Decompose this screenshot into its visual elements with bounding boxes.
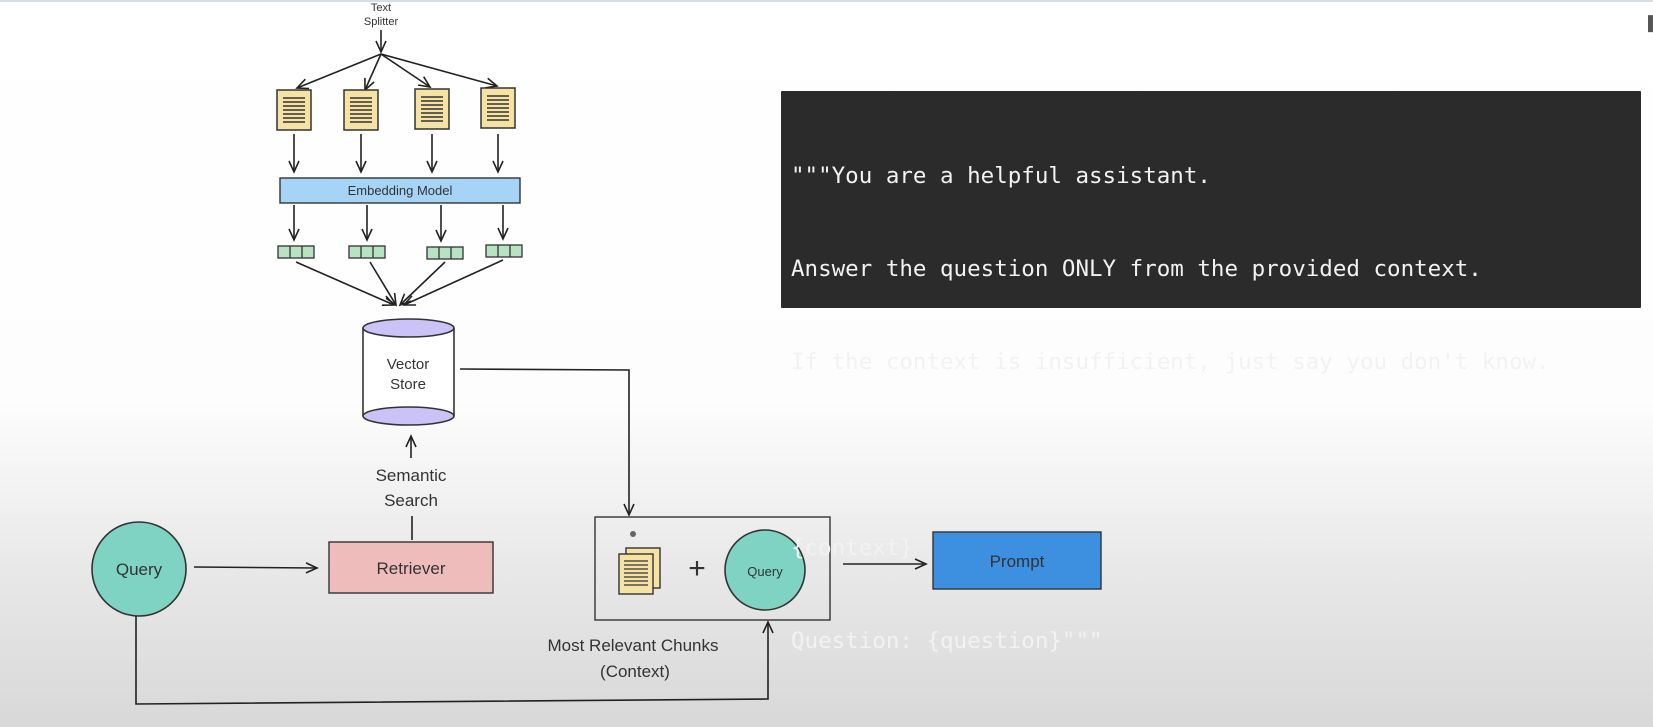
query-node-label: Query — [116, 560, 163, 579]
query-inner-label: Query — [747, 564, 783, 579]
code-line: """You are a helpful assistant. — [791, 163, 1211, 189]
text-splitter-label-line2: Splitter — [364, 16, 399, 28]
prompt-label: Prompt — [990, 552, 1045, 571]
vector-store-label-line1: Vector — [387, 356, 430, 373]
prompt-template-code-block: """You are a helpful assistant. Answer t… — [781, 91, 1641, 654]
document-chunk-icon — [276, 89, 312, 131]
semantic-search-label-line2: Search — [384, 491, 438, 510]
vector-to-store-arrows — [295, 259, 504, 307]
chunk-to-embedding-arrows — [288, 134, 504, 174]
embedding-vector-icon — [348, 245, 386, 259]
embedding-model-label: Embedding Model — [348, 183, 453, 198]
semantic-search-label-line1: Semantic — [376, 466, 447, 485]
pointer-dot — [630, 531, 636, 537]
document-chunk-icon — [414, 88, 450, 130]
code-line: {context} — [791, 535, 913, 561]
code-line: Question: {question}""" — [791, 628, 1103, 654]
stacked-documents-icon — [618, 547, 661, 595]
query-to-retriever-arrow — [193, 562, 319, 574]
most-relevant-chunks-label-line1: Most Relevant Chunks — [547, 636, 718, 655]
embedding-to-vector-arrows — [288, 205, 509, 243]
code-line — [791, 440, 1631, 471]
vector-store-label-line2: Store — [390, 376, 426, 393]
context-query-box — [594, 516, 831, 621]
plus-sign: + — [688, 552, 706, 585]
top-divider — [0, 0, 1653, 2]
embedding-vector-icon — [426, 246, 464, 260]
most-relevant-chunks-label-line2: (Context) — [600, 662, 670, 681]
splitter-arrows — [295, 30, 499, 92]
embedding-vector-icon — [277, 245, 315, 259]
prompt-box — [932, 531, 1102, 590]
document-chunk-icon — [480, 87, 516, 129]
vector-store-cylinder — [362, 318, 455, 426]
query-to-context-arrow — [135, 616, 774, 705]
code-line: If the context is insufficient, just say… — [791, 349, 1550, 375]
text-splitter-label-line1: Text — [371, 2, 391, 14]
query-inner-node — [724, 529, 806, 611]
retriever-box — [328, 541, 494, 594]
embedding-model-box — [279, 177, 521, 204]
code-line: Answer the question ONLY from the provid… — [791, 256, 1482, 282]
store-to-context-arrow — [459, 368, 635, 517]
embedding-vector-icon — [485, 244, 523, 258]
query-node — [91, 521, 187, 617]
edge-mark: ▌ — [1648, 15, 1653, 33]
retriever-label: Retriever — [377, 559, 446, 578]
document-chunk-icon — [343, 89, 379, 131]
